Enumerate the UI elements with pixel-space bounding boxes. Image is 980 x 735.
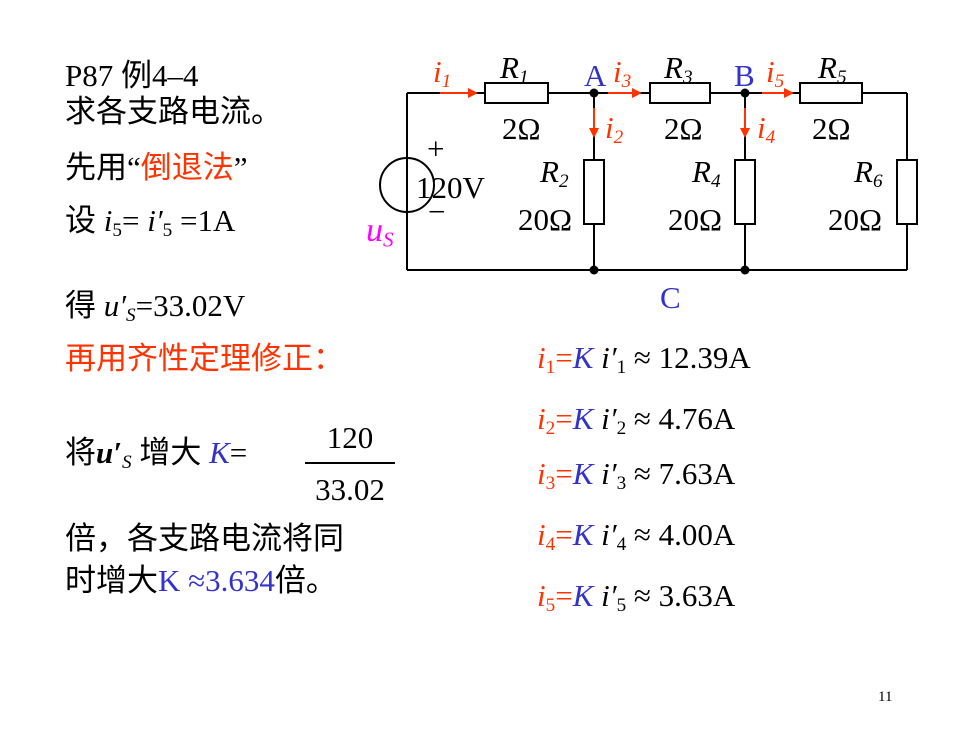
- result-i4: i4=K i′4 ≈ 4.00A: [537, 517, 736, 555]
- label-r3: R3: [664, 50, 693, 88]
- fraction-numerator: 120: [326, 420, 374, 455]
- result-i3: i3=K i′3 ≈ 7.63A: [537, 456, 736, 494]
- label-r6: R6: [854, 154, 883, 192]
- label-i2: i2: [605, 110, 624, 148]
- result-us-line: 得 u′S=33.02V: [65, 288, 246, 326]
- label-r2-value: 20Ω: [518, 202, 573, 237]
- result-i2: i2=K i′2 ≈ 4.76A: [537, 401, 736, 439]
- method-line: 先用“倒退法”: [65, 150, 248, 185]
- node-c2-dot: [740, 265, 750, 275]
- label-r4: R4: [692, 154, 721, 192]
- node-b-dot: [740, 88, 750, 98]
- fraction-denominator: 33.02: [315, 472, 385, 507]
- assume-line: 设 i5= i′5 =1A: [65, 203, 236, 241]
- i1-arrow: [468, 88, 478, 98]
- i2-arrow: [589, 128, 599, 138]
- label-r4-value: 20Ω: [668, 202, 723, 237]
- resistor-r4: [734, 159, 756, 225]
- i3-arrow: [632, 88, 642, 98]
- label-r5-value: 2Ω: [812, 111, 851, 146]
- label-source-plus: +: [427, 131, 445, 166]
- label-r1: R1: [500, 50, 529, 88]
- label-source-value: 120V: [416, 170, 485, 205]
- resistor-r6: [896, 159, 918, 225]
- example-title: P87 例4–4: [65, 58, 199, 93]
- label-r3-value: 2Ω: [664, 111, 703, 146]
- resistor-r3: [649, 82, 711, 104]
- result-i5: i5=K i′5 ≈ 3.63A: [537, 578, 736, 616]
- label-node-c: C: [660, 280, 681, 315]
- i4-arrow: [740, 128, 750, 138]
- label-node-b: B: [734, 58, 755, 93]
- label-r6-value: 20Ω: [828, 202, 883, 237]
- problem-statement: 求各支路电流。: [65, 94, 282, 129]
- label-r1-value: 2Ω: [502, 111, 541, 146]
- label-r5: R5: [818, 50, 847, 88]
- label-r2: R2: [540, 154, 569, 192]
- page-number: 11: [878, 689, 893, 705]
- label-us: uS: [366, 212, 394, 252]
- label-i5: i5: [766, 54, 785, 92]
- label-source-minus: −: [428, 194, 446, 229]
- label-i4: i4: [757, 110, 776, 148]
- homogeneity-line: 再用齐性定理修正：: [65, 341, 344, 376]
- resistor-r1: [484, 82, 549, 104]
- label-i1: i1: [433, 54, 452, 92]
- node-a-dot: [589, 88, 599, 98]
- label-node-a: A: [584, 58, 607, 93]
- node-c1-dot: [589, 265, 599, 275]
- resistor-r5: [799, 82, 863, 104]
- conclusion-line1: 倍，各支路电流将同: [65, 521, 344, 556]
- result-i1: i1=K i′1 ≈ 12.39A: [537, 340, 751, 378]
- conclusion-line2: 时增大K ≈3.634倍。: [65, 563, 337, 598]
- label-i3: i3: [613, 54, 632, 92]
- resistor-r2: [583, 159, 605, 225]
- scale-line: 将u′S 增大 K=: [65, 435, 248, 473]
- scale-fraction: 120 33.02: [305, 420, 395, 508]
- i5-arrow: [784, 88, 794, 98]
